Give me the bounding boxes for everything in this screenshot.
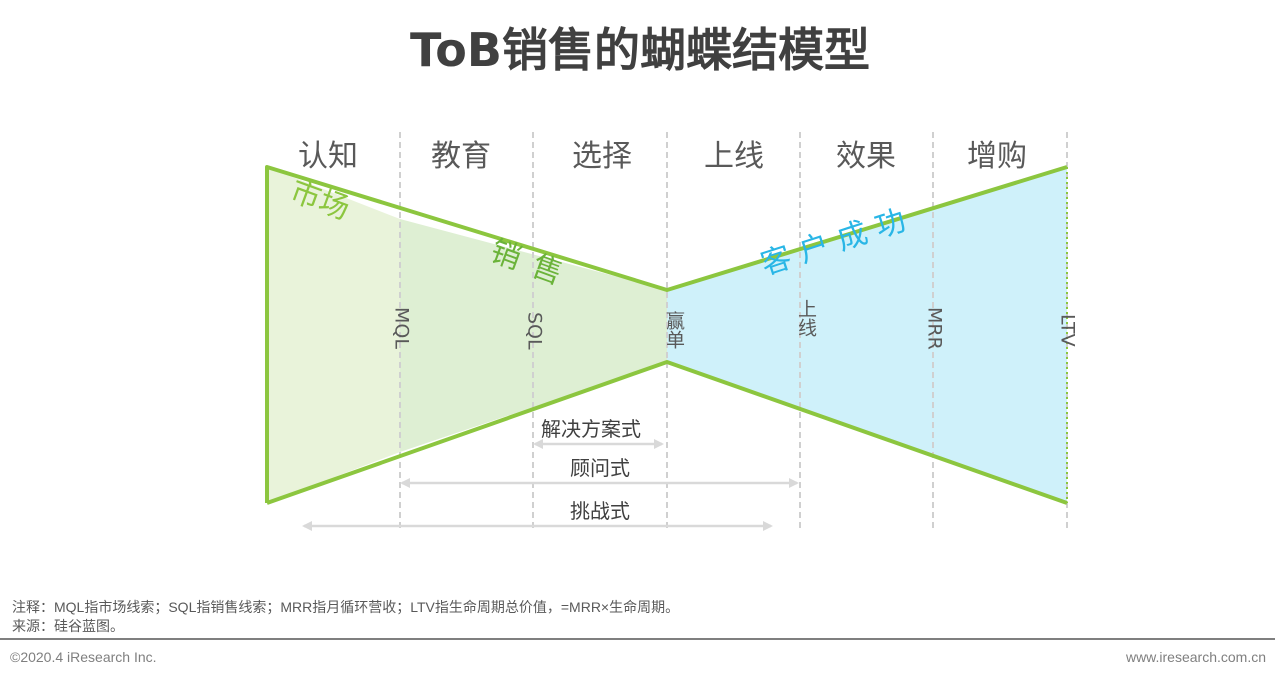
bowtie-outline-bottom <box>266 360 1068 505</box>
milestone-mrr: MRR <box>924 307 946 350</box>
annotation-note: 注释：MQL指市场线索；SQL指销售线索；MRR指月循环营收；LTV指生命周期总… <box>12 599 680 615</box>
method-label-consultative: 顾问式 <box>570 456 630 480</box>
stage-label: 选择 <box>572 139 632 174</box>
bowtie-diagram: 认知 教育 选择 上线 效果 增购 市场 销售 客户成功 MQL SQL MRR… <box>265 132 1079 531</box>
stage-label: 效果 <box>836 139 896 174</box>
milestone-launch: 上线 <box>795 299 817 337</box>
stage-label: 上线 <box>704 139 764 174</box>
website-link[interactable]: www.iresearch.com.cn <box>1125 649 1266 665</box>
method-label-challenger: 挑战式 <box>570 499 630 523</box>
market-zone <box>267 167 400 503</box>
milestone-ltv: LTV <box>1057 314 1079 347</box>
page-title: ToB销售的蝴蝶结模型 <box>410 23 870 77</box>
customer-success-zone <box>667 167 1067 503</box>
stage-label: 认知 <box>298 139 358 174</box>
milestone-sql: SQL <box>524 312 546 350</box>
stage-label: 教育 <box>431 139 491 174</box>
method-label-solution: 解决方案式 <box>541 417 641 441</box>
bowtie-outline <box>265 165 1068 503</box>
copyright: ©2020.4 iResearch Inc. <box>10 649 157 665</box>
footer-divider <box>0 638 1275 640</box>
milestone-win: 赢单 <box>663 311 685 349</box>
milestone-mql: MQL <box>391 307 413 349</box>
source-note: 来源：硅谷蓝图。 <box>12 618 124 634</box>
stage-label: 增购 <box>967 139 1027 174</box>
